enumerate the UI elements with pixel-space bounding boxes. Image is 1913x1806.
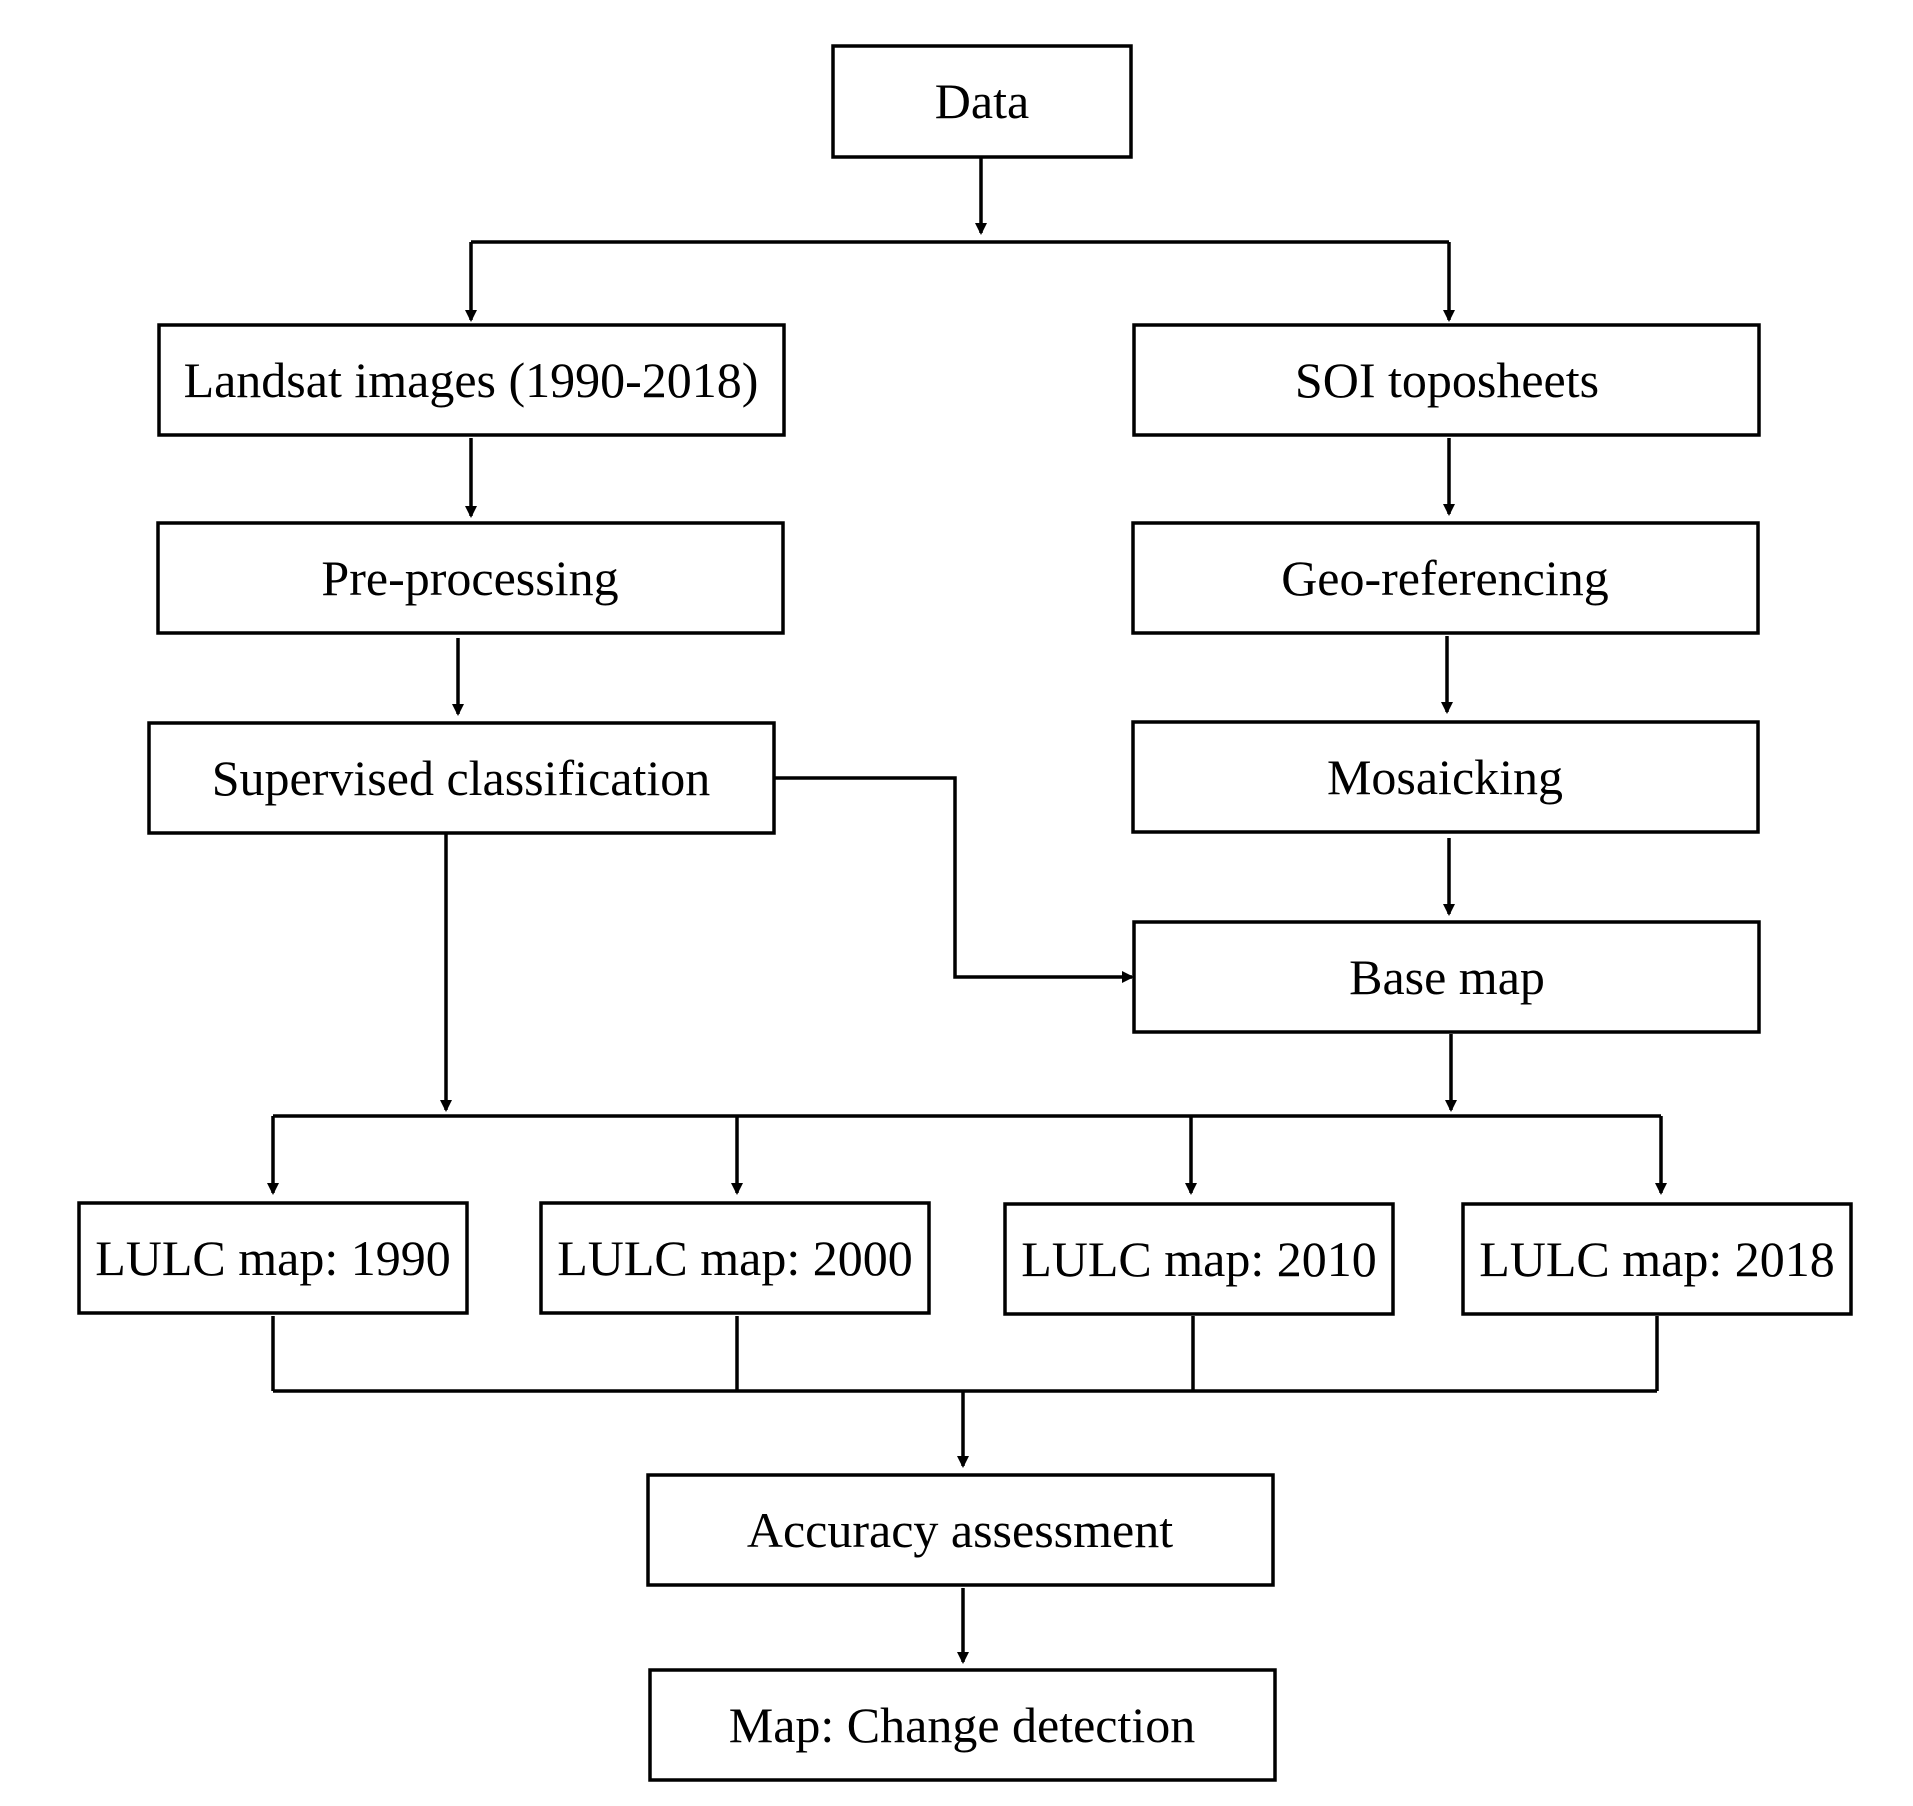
node-base-map: Base map [1132, 920, 1761, 1034]
node-soi-toposheets-label: SOI toposheets [1295, 352, 1599, 408]
node-pre-processing-label: Pre-processing [321, 550, 618, 606]
node-data-label: Data [935, 73, 1029, 129]
node-supervised-classification-label: Supervised classification [212, 750, 711, 806]
node-accuracy-assessment-label: Accuracy assessment [747, 1502, 1173, 1558]
node-lulc-map-1990-label: LULC map: 1990 [95, 1230, 451, 1286]
node-geo-referencing: Geo-referencing [1131, 521, 1760, 635]
node-lulc-map-2018: LULC map: 2018 [1461, 1202, 1853, 1316]
connectors [267, 157, 1667, 1664]
node-pre-processing: Pre-processing [156, 521, 785, 635]
node-soi-toposheets: SOI toposheets [1132, 323, 1761, 437]
node-map-change-detection-label: Map: Change detection [729, 1697, 1196, 1753]
node-mosaicking: Mosaicking [1131, 720, 1760, 834]
node-mosaicking-label: Mosaicking [1327, 749, 1563, 805]
node-supervised-classification: Supervised classification [147, 721, 776, 835]
node-lulc-map-2000-label: LULC map: 2000 [557, 1230, 913, 1286]
node-lulc-map-2010: LULC map: 2010 [1003, 1202, 1395, 1316]
node-landsat-images-label: Landsat images (1990-2018) [184, 352, 759, 408]
edge-supervised-to-basemap [775, 776, 1134, 983]
node-lulc-map-1990: LULC map: 1990 [77, 1201, 469, 1315]
node-accuracy-assessment: Accuracy assessment [646, 1473, 1275, 1587]
node-lulc-map-2010-label: LULC map: 2010 [1021, 1231, 1377, 1287]
node-landsat-images: Landsat images (1990-2018) [157, 323, 786, 437]
node-lulc-map-2000: LULC map: 2000 [539, 1201, 931, 1315]
node-data: Data [831, 44, 1133, 159]
node-lulc-map-2018-label: LULC map: 2018 [1479, 1231, 1835, 1287]
node-base-map-label: Base map [1349, 949, 1545, 1005]
node-geo-referencing-label: Geo-referencing [1281, 550, 1609, 606]
node-map-change-detection: Map: Change detection [648, 1668, 1277, 1782]
